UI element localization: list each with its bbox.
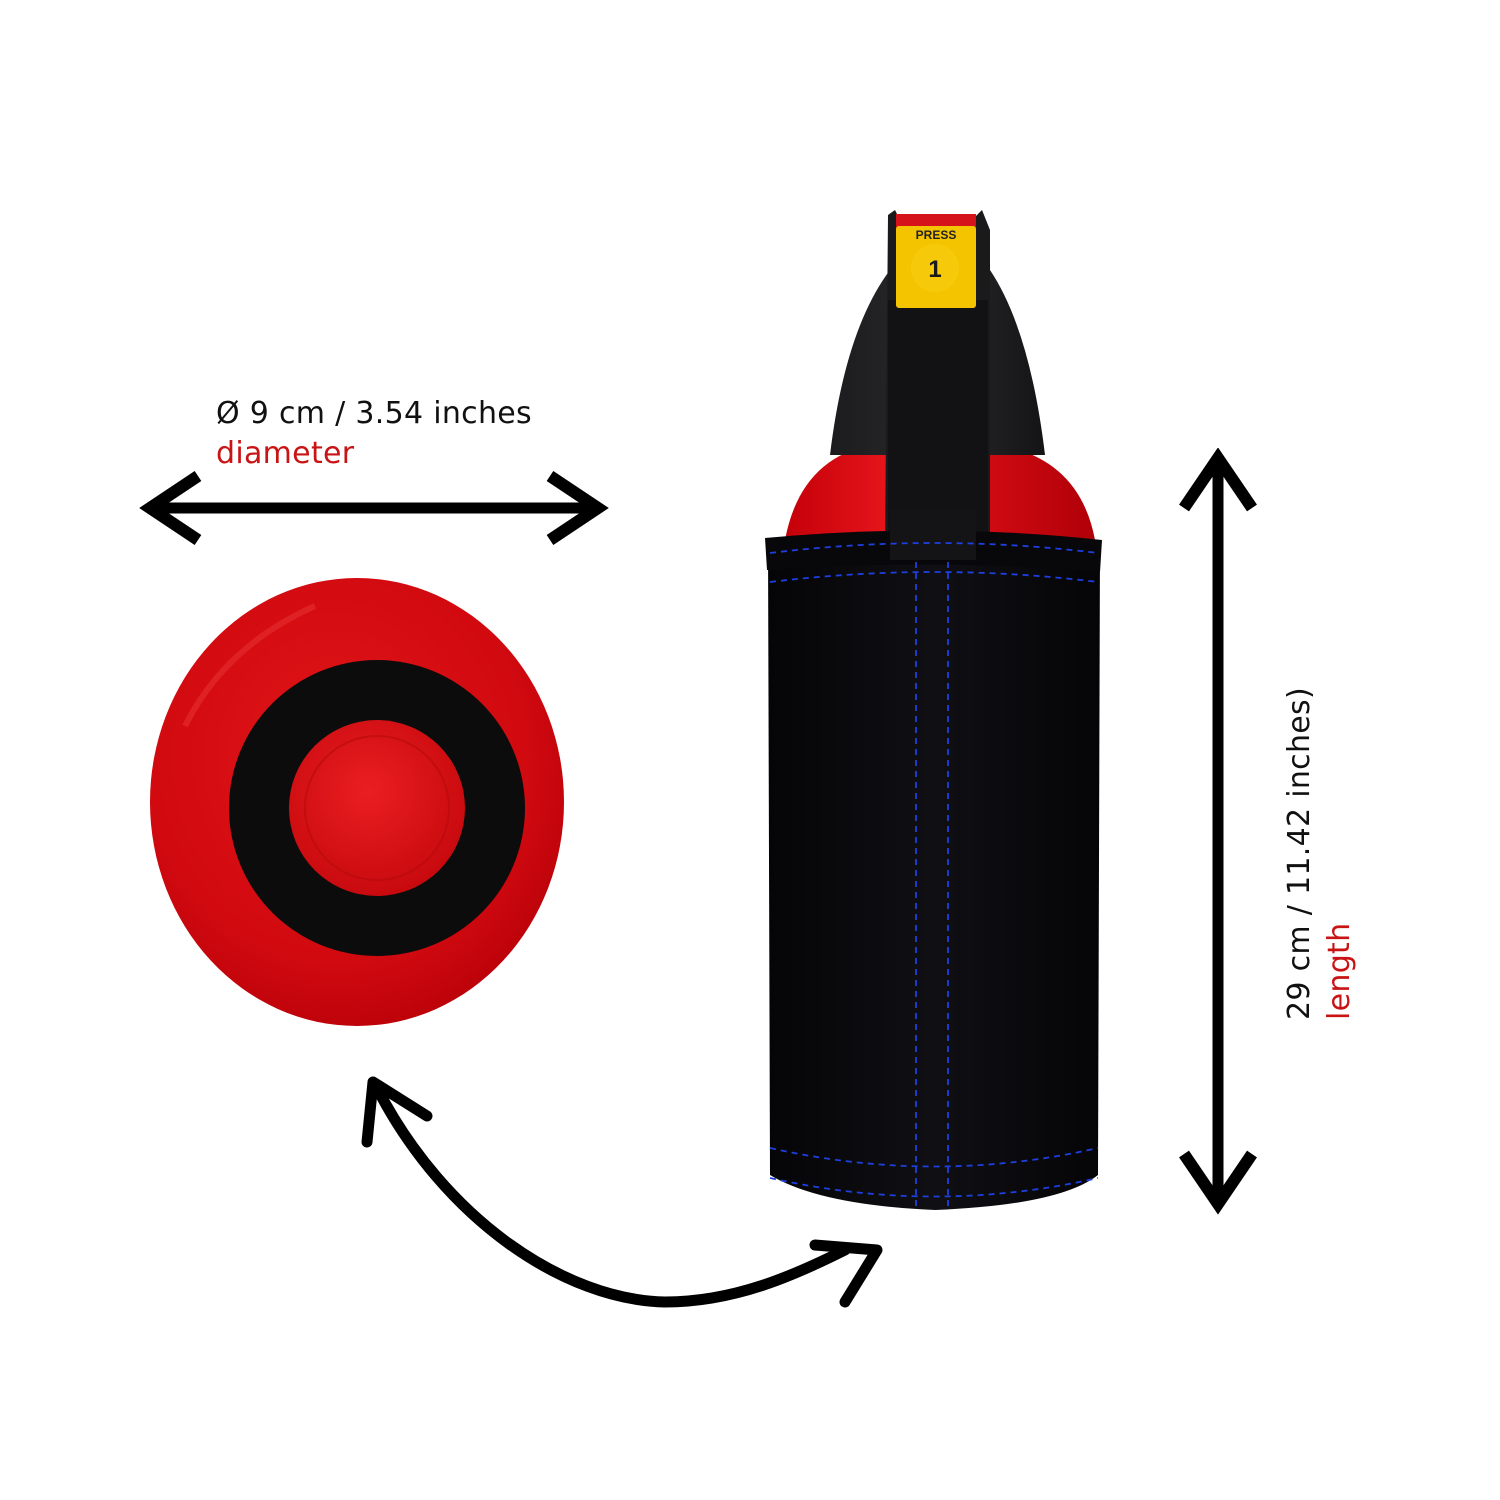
diameter-label: Ø 9 cm / 3.54 inches diameter <box>216 394 532 474</box>
diameter-value: Ø 9 cm / 3.54 inches <box>216 396 532 431</box>
extinguisher-bottom-view <box>145 576 575 1026</box>
rotate-arrow-icon <box>355 1070 895 1320</box>
trigger-label: PRESS <box>916 228 957 242</box>
diameter-arrow-icon <box>138 470 610 550</box>
length-arrow-icon <box>1178 448 1258 1216</box>
length-caption: length <box>1322 922 1357 1020</box>
length-label: 29 cm / 11.42 inches) length <box>1280 620 1370 1020</box>
extinguisher-side-view: PRESS 1 <box>760 210 1110 1220</box>
diameter-caption: diameter <box>216 436 355 471</box>
trigger-number: 1 <box>928 256 941 283</box>
length-value: 29 cm / 11.42 inches) <box>1282 687 1317 1020</box>
